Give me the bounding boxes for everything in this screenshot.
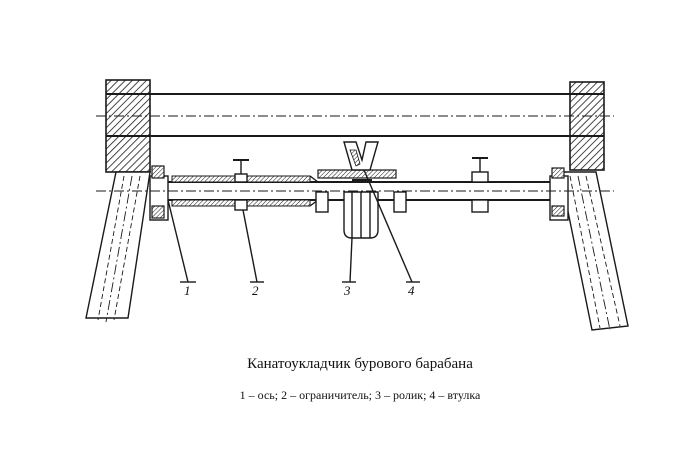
left-frame-post: [105, 79, 151, 173]
right-limiter: [471, 157, 489, 213]
left-limiter: [233, 159, 249, 211]
figure-title: Канатоукладчик бурового барабана: [247, 356, 473, 372]
callout-4: 4: [408, 283, 415, 298]
callout-3: 3: [343, 283, 351, 298]
left-bracket: [149, 165, 169, 221]
right-bracket: [549, 167, 569, 221]
roller-carriage: [315, 141, 407, 239]
callout-2: 2: [252, 283, 259, 298]
callout-1: 1: [184, 283, 191, 298]
right-leg: [559, 171, 629, 331]
drum-shaft: [96, 93, 614, 137]
right-frame-post: [569, 81, 605, 171]
left-leg: [85, 171, 151, 323]
leader-lines: [167, 169, 420, 283]
figure-legend: 1 – ось; 2 – ограничитель; 3 – ролик; 4 …: [239, 388, 481, 402]
